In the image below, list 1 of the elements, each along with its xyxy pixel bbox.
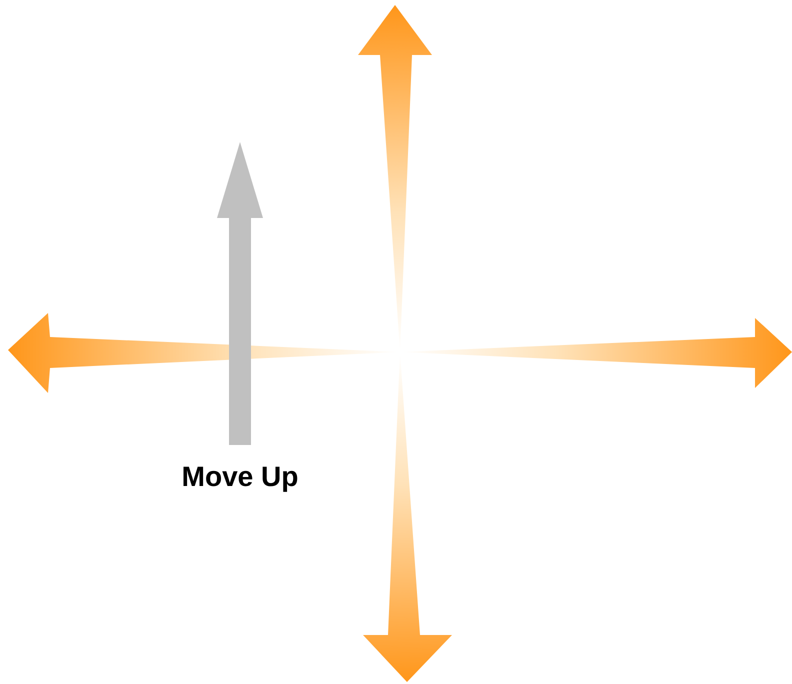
- arrow-caption: Move Up: [180, 460, 300, 494]
